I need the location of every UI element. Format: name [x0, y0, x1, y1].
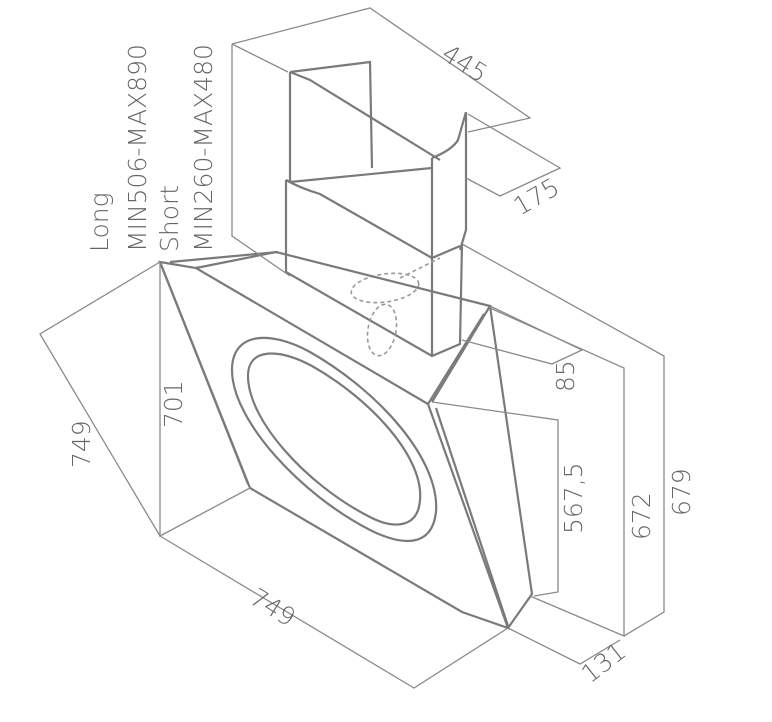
dimension-175: 175	[509, 172, 565, 221]
dimension-672: 672	[627, 492, 656, 540]
long-label: Long	[85, 192, 114, 252]
dimension-lines	[39, 7, 665, 689]
short-range-label: MIN260-MAX480	[189, 44, 218, 252]
dimension-679: 679	[667, 468, 696, 516]
hood-body	[158, 250, 534, 630]
dimension-85: 85	[551, 360, 580, 392]
duct-outlet-dashed	[350, 257, 441, 357]
dimension-701: 701	[159, 380, 188, 428]
short-label: Short	[155, 185, 184, 252]
dimension-131: 131	[576, 636, 631, 688]
dimension-749-bottom: 749	[245, 582, 301, 632]
dimension-749-left: 749	[67, 420, 96, 468]
long-range-label: MIN506-MAX890	[123, 44, 152, 252]
chimney	[284, 60, 468, 358]
dimension-445: 445	[437, 38, 493, 88]
dimension-567-5: 567,5	[559, 462, 588, 534]
